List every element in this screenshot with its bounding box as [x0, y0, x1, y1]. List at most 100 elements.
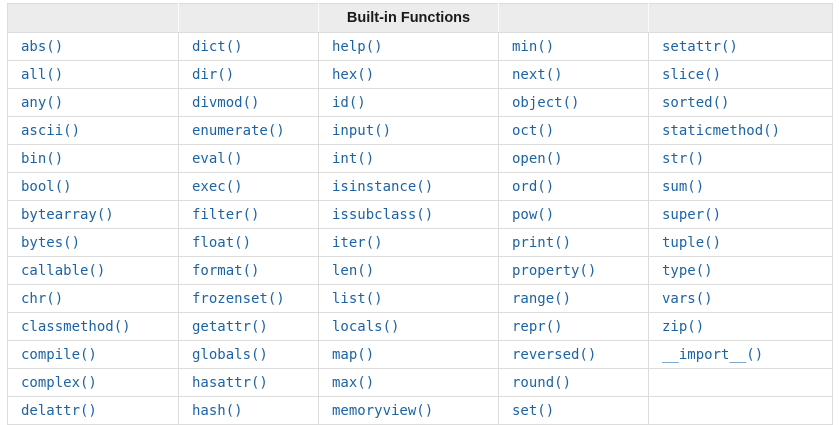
table-cell: map()	[318, 340, 499, 369]
function-link[interactable]: len()	[332, 263, 375, 279]
function-link[interactable]: property()	[512, 263, 597, 279]
function-link[interactable]: complex()	[21, 375, 97, 391]
function-link[interactable]: round()	[512, 375, 572, 391]
table-cell: delattr()	[7, 396, 179, 425]
table-cell: list()	[318, 284, 499, 313]
table-cell: super()	[648, 200, 833, 229]
function-link[interactable]: callable()	[21, 263, 106, 279]
function-link[interactable]: input()	[332, 123, 392, 139]
function-link[interactable]: bytearray()	[21, 207, 114, 223]
table-cell: repr()	[498, 312, 649, 341]
function-link[interactable]: getattr()	[192, 319, 268, 335]
function-link[interactable]: type()	[662, 263, 713, 279]
function-link[interactable]: float()	[192, 235, 252, 251]
function-link[interactable]: iter()	[332, 235, 383, 251]
table-cell: help()	[318, 32, 499, 61]
function-link[interactable]: zip()	[662, 319, 705, 335]
table-row: bin() eval() int() open() str()	[7, 144, 833, 173]
function-link[interactable]: map()	[332, 347, 375, 363]
function-link[interactable]: bin()	[21, 151, 64, 167]
function-link[interactable]: exec()	[192, 179, 243, 195]
function-link[interactable]: vars()	[662, 291, 713, 307]
table-cell: compile()	[7, 340, 179, 369]
table-row: ascii() enumerate() input() oct() staticmeth…	[7, 116, 833, 145]
function-link[interactable]: dict()	[192, 39, 243, 55]
function-link[interactable]: staticmethod()	[662, 123, 781, 139]
function-link[interactable]: super()	[662, 207, 722, 223]
function-link[interactable]: ord()	[512, 179, 555, 195]
function-link[interactable]: compile()	[21, 347, 97, 363]
table-cell: hasattr()	[178, 368, 319, 397]
function-link[interactable]: oct()	[512, 123, 555, 139]
function-link[interactable]: set()	[512, 403, 555, 419]
function-link[interactable]: __import__()	[662, 347, 764, 363]
function-link[interactable]: sorted()	[662, 95, 730, 111]
table-cell: property()	[498, 256, 649, 285]
function-link[interactable]: help()	[332, 39, 383, 55]
function-link[interactable]: hash()	[192, 403, 243, 419]
function-link[interactable]: str()	[662, 151, 705, 167]
table-cell-empty	[648, 396, 833, 425]
function-link[interactable]: int()	[332, 151, 375, 167]
function-link[interactable]: bytes()	[21, 235, 81, 251]
table-cell: reversed()	[498, 340, 649, 369]
function-link[interactable]: globals()	[192, 347, 268, 363]
function-link[interactable]: tuple()	[662, 235, 722, 251]
function-link[interactable]: min()	[512, 39, 555, 55]
function-link[interactable]: reversed()	[512, 347, 597, 363]
function-link[interactable]: frozenset()	[192, 291, 285, 307]
table-cell: enumerate()	[178, 116, 319, 145]
function-link[interactable]: object()	[512, 95, 580, 111]
header-cell-empty	[648, 3, 833, 33]
function-link[interactable]: hasattr()	[192, 375, 268, 391]
table-cell: eval()	[178, 144, 319, 173]
function-link[interactable]: slice()	[662, 67, 722, 83]
function-link[interactable]: next()	[512, 67, 563, 83]
function-link[interactable]: divmod()	[192, 95, 260, 111]
table-cell: sorted()	[648, 88, 833, 117]
builtin-functions-table: Built-in Functions abs()dict()help()min(…	[7, 3, 833, 425]
function-link[interactable]: max()	[332, 375, 375, 391]
function-link[interactable]: sum()	[662, 179, 705, 195]
table-row: bool() exec() isinstance() ord() sum()	[7, 172, 833, 201]
function-link[interactable]: issubclass()	[332, 207, 434, 223]
function-link[interactable]: dir()	[192, 67, 235, 83]
table-cell: type()	[648, 256, 833, 285]
function-link[interactable]: pow()	[512, 207, 555, 223]
table-cell: float()	[178, 228, 319, 257]
function-link[interactable]: range()	[512, 291, 572, 307]
table-cell: len()	[318, 256, 499, 285]
function-link[interactable]: id()	[332, 95, 366, 111]
table-cell: abs()	[7, 32, 179, 61]
function-link[interactable]: memoryview()	[332, 403, 434, 419]
table-cell: min()	[498, 32, 649, 61]
function-link[interactable]: isinstance()	[332, 179, 434, 195]
table-cell: complex()	[7, 368, 179, 397]
function-link[interactable]: enumerate()	[192, 123, 285, 139]
function-link[interactable]: filter()	[192, 207, 260, 223]
function-link[interactable]: hex()	[332, 67, 375, 83]
table-cell: exec()	[178, 172, 319, 201]
function-link[interactable]: chr()	[21, 291, 64, 307]
table-row: bytes() float() iter() print() tuple()	[7, 228, 833, 257]
function-link[interactable]: all()	[21, 67, 64, 83]
table-cell: open()	[498, 144, 649, 173]
function-link[interactable]: ascii()	[21, 123, 81, 139]
function-link[interactable]: setattr()	[662, 39, 738, 55]
table-cell: bytearray()	[7, 200, 179, 229]
function-link[interactable]: list()	[332, 291, 383, 307]
function-link[interactable]: delattr()	[21, 403, 97, 419]
function-link[interactable]: locals()	[332, 319, 400, 335]
table-cell: callable()	[7, 256, 179, 285]
function-link[interactable]: print()	[512, 235, 572, 251]
function-link[interactable]: format()	[192, 263, 260, 279]
function-link[interactable]: any()	[21, 95, 64, 111]
table-row: all() dir() hex() next() slice()	[7, 60, 833, 89]
function-link[interactable]: open()	[512, 151, 563, 167]
function-link[interactable]: bool()	[21, 179, 72, 195]
table-cell: hash()	[178, 396, 319, 425]
function-link[interactable]: classmethod()	[21, 319, 131, 335]
function-link[interactable]: repr()	[512, 319, 563, 335]
function-link[interactable]: eval()	[192, 151, 243, 167]
function-link[interactable]: abs()	[21, 39, 64, 55]
